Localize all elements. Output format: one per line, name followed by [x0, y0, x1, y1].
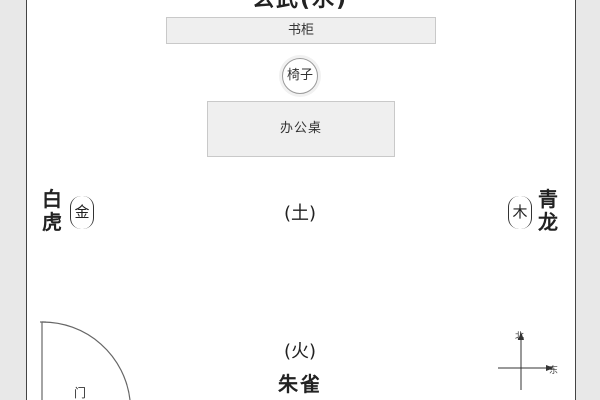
compass-east-label: 东 — [549, 366, 559, 376]
door-label: 门 — [74, 386, 87, 400]
left-element-label: 金 — [70, 196, 94, 229]
top-direction-label: 玄武(水) — [0, 0, 600, 13]
right-element-label: 木 — [508, 196, 532, 229]
chair: 椅子 — [282, 58, 318, 94]
bottom-direction-label: 朱雀 — [278, 372, 322, 396]
office-desk: 办公桌 — [207, 101, 395, 157]
bottom-element-label: (火) — [283, 341, 317, 362]
compass-icon — [498, 332, 554, 390]
left-direction-label: 白虎 — [42, 187, 62, 234]
door-swing-icon — [40, 321, 131, 400]
right-direction-label: 青龙 — [538, 187, 558, 234]
bookshelf: 书柜 — [166, 17, 436, 44]
compass-north-label: 北 — [515, 332, 525, 342]
center-element-label: (土) — [283, 203, 317, 224]
